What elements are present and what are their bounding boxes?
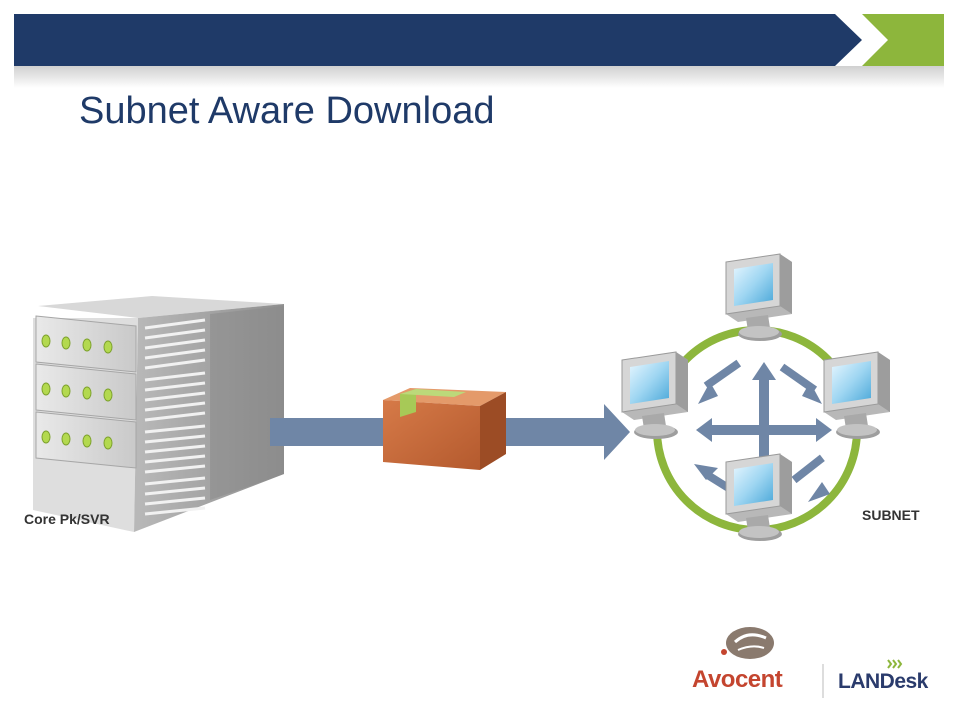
package-box <box>383 388 506 470</box>
avocent-logo-mark <box>721 627 774 659</box>
header-bar <box>14 14 944 88</box>
subnet-label: SUBNET <box>862 507 920 523</box>
monitor-top <box>725 253 793 342</box>
avocent-logo: Avocent <box>692 666 783 693</box>
server-illustration <box>33 296 284 532</box>
monitor-left <box>621 351 689 440</box>
page-title: Subnet Aware Download <box>79 90 495 132</box>
monitor-right <box>823 351 891 440</box>
server-label: Core Pk/SVR <box>24 511 110 527</box>
landesk-logo: LANDesk <box>838 670 928 693</box>
landesk-chevrons-icon <box>887 659 903 669</box>
